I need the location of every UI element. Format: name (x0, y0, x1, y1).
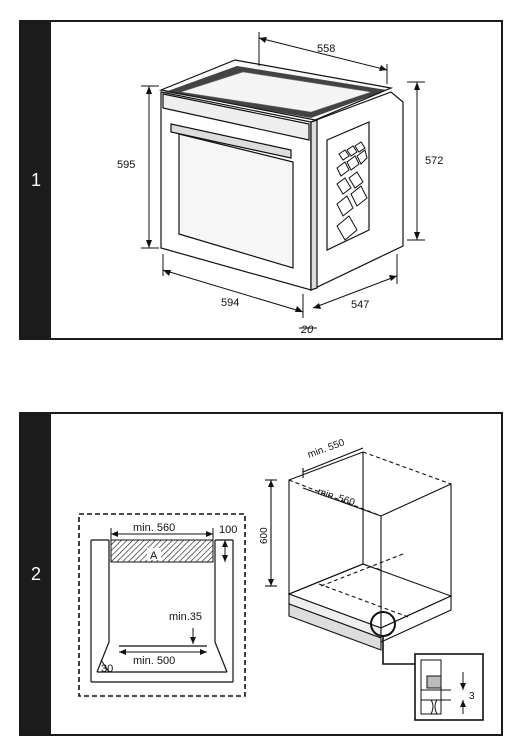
dim-572: 572 (425, 155, 443, 167)
dim-30: 30 (101, 663, 113, 675)
panel-number: 2 (30, 563, 41, 584)
dim-558: 558 (317, 43, 335, 55)
oven-front-flange (310, 119, 318, 291)
installation-drawing: min. 560 100 A min.35 min. 500 30 (78, 437, 484, 721)
figure-panel-1: 1 (19, 20, 503, 340)
detail-leader (382, 636, 415, 665)
oven-side-vents (336, 141, 368, 241)
dim-min-35: min.35 (169, 611, 202, 623)
cutout-front-view: min. 560 100 A min.35 min. 500 30 (78, 513, 246, 697)
dim-min-500: min. 500 (133, 655, 175, 667)
figure-panel-2: 2 (19, 412, 503, 736)
dim-min-560-cutout: min. 560 (133, 522, 175, 534)
zone-a-hatch (110, 539, 214, 563)
zone-a-label: A (150, 550, 158, 562)
cabinet-perspective (265, 447, 453, 651)
dim-547: 547 (351, 299, 369, 311)
oven-control-panel (162, 93, 310, 141)
oven-door-window (178, 133, 294, 269)
oven-top-panel (180, 71, 372, 113)
dim-100: 100 (219, 524, 237, 536)
detail-inset: 3 (414, 653, 484, 721)
dim-595: 595 (117, 159, 135, 171)
panel-number: 1 (30, 169, 41, 190)
panel-number-bar: 1 (21, 22, 51, 338)
dim-594: 594 (221, 297, 239, 309)
oven-dimension-drawing: 558 595 572 594 547 20 (117, 32, 443, 336)
dim-20: 20 (300, 324, 314, 336)
dim-600: 600 (259, 527, 270, 544)
oven-door-handle (170, 123, 292, 159)
dim-3: 3 (469, 691, 475, 702)
panel-number-bar: 2 (21, 414, 51, 734)
